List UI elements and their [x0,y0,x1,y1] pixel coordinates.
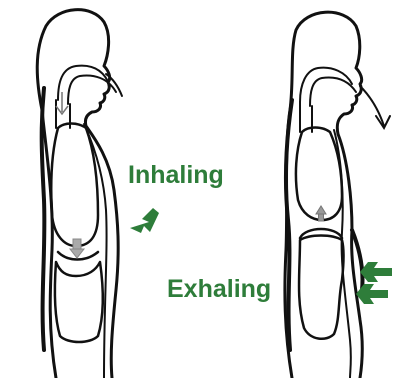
diaphragm-down-arrow-icon [70,239,84,258]
exhaling-lung-cavity [296,128,342,221]
inhaling-figure [37,10,122,378]
exhaling-label: Exhaling [167,277,271,302]
exhaling-airway-outer [300,68,352,102]
exhaling-air-stream [360,86,384,126]
inhaling-label: Inhaling [128,163,224,188]
exhaling-abdomen-cavity [299,236,344,339]
exhaling-airway-inner [310,78,356,106]
inhaling-lung-cavity [51,124,98,247]
exhaling-spine [286,100,292,350]
inhaling-abdomen-cavity [55,262,103,342]
exhaling-figure [285,12,384,378]
inward-push-arrow-icon [130,208,159,233]
inhaling-airway-outer [58,66,110,100]
